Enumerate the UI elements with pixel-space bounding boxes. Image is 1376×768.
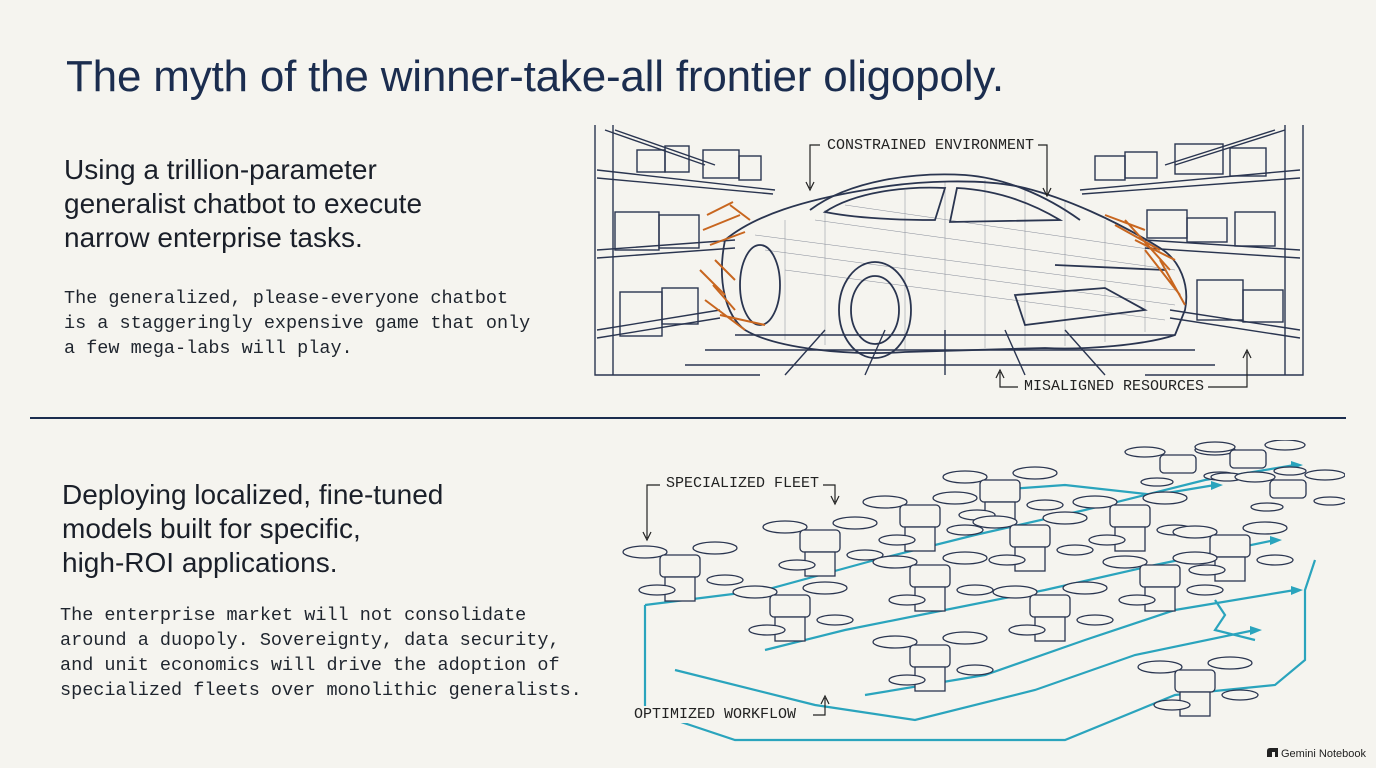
page-title: The myth of the winner-take-all frontier… (66, 52, 1004, 101)
top-heading: Using a trillion-parameter generalist ch… (64, 153, 422, 255)
top-heading-line-1: Using a trillion-parameter (64, 154, 377, 185)
notebook-logo-icon (1267, 748, 1278, 760)
bottom-heading-line-1: Deploying localized, fine-tuned (62, 479, 444, 510)
drone-fleet-illustration (622, 440, 1345, 742)
top-body-line-2: is a staggeringly expensive game that on… (64, 313, 531, 334)
misaligned-resources-label: MISALIGNED RESOURCES (1020, 378, 1209, 395)
bottom-body-line-3: and unit economics will drive the adopti… (60, 655, 560, 676)
specialized-fleet-label: SPECIALIZED FLEET (662, 475, 824, 492)
top-body-text: The generalized, please-everyone chatbot… (64, 286, 530, 361)
top-heading-line-3: narrow enterprise tasks. (64, 222, 363, 253)
footer-label: Gemini Notebook (1281, 748, 1366, 760)
section-divider (30, 417, 1346, 419)
constrained-environment-label: CONSTRAINED ENVIRONMENT (823, 137, 1039, 154)
optimized-workflow-label: OPTIMIZED WORKFLOW (630, 706, 801, 723)
bottom-body-line-1: The enterprise market will not consolida… (60, 605, 527, 626)
top-body-line-1: The generalized, please-everyone chatbot (64, 288, 509, 309)
bottom-body-line-4: specialized fleets over monolithic gener… (60, 680, 582, 701)
bottom-heading: Deploying localized, fine-tuned models b… (62, 478, 443, 580)
footer-branding: Gemini Notebook (1267, 748, 1366, 760)
bottom-body-line-2: around a duopoly. Sovereignty, data secu… (60, 630, 560, 651)
top-heading-line-2: generalist chatbot to execute (64, 188, 423, 219)
bottom-heading-line-2: models built for specific, (62, 513, 361, 544)
top-body-line-3: a few mega-labs will play. (64, 338, 353, 359)
car-garage-illustration (594, 125, 1304, 388)
bottom-body-text: The enterprise market will not consolida… (60, 603, 582, 703)
bottom-heading-line-3: high-ROI applications. (62, 547, 338, 578)
